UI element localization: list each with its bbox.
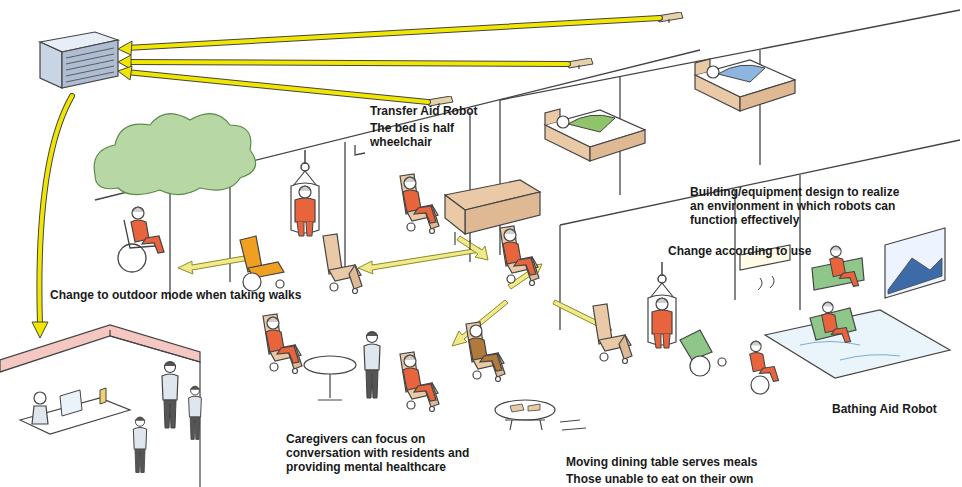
lounge-resident [400,352,439,412]
annotation-label: Moving dining table serves meals [566,455,826,469]
hoist-resident [648,262,676,348]
bed-wheelchair-resident [500,226,539,286]
moving-dining-table [495,400,586,430]
annotation-label: Change according to use [668,244,848,258]
bed [695,59,795,111]
annotation-label: Building/equipment design to realize an … [690,185,915,227]
lounge-resident [263,314,302,374]
caregiver [364,332,380,399]
empty-recliner [323,234,362,294]
sleeping-resident [707,66,719,78]
annotation-label: Bathing Aid Robot [832,402,962,416]
data-arrows [39,18,660,325]
hoist-resident [291,150,319,236]
blanket [718,65,765,82]
outdoor-wheelchair-resident [118,207,164,272]
outdoor-mode-chair [240,236,284,291]
transfer-resident [400,174,439,234]
transfer-bed [445,180,540,250]
empty-recliner [593,304,632,364]
bed [545,109,645,161]
bath-wheelchair-resident [750,341,779,394]
wall-painting [885,228,945,298]
building-walls [95,10,960,330]
annotation-label: Transfer Aid Robot [370,104,540,118]
annotation-label: Caregivers can focus on conversation wit… [286,432,501,474]
staff-office [0,325,201,487]
green-wheelchair [680,330,726,376]
lounge-table [304,356,356,400]
sleeping-resident [557,116,569,128]
annotation-label: Those unable to eat on their own [566,472,826,486]
blanket [568,115,615,132]
trees [94,114,255,195]
lounge-resident [466,322,505,382]
bathtub [765,310,950,378]
annotation-label: The bed is half wheelchair [370,121,482,149]
bathing-aid-robot [810,246,864,342]
server-rack [40,32,118,88]
annotation-label: Change to outdoor mode when taking walks [50,288,350,302]
